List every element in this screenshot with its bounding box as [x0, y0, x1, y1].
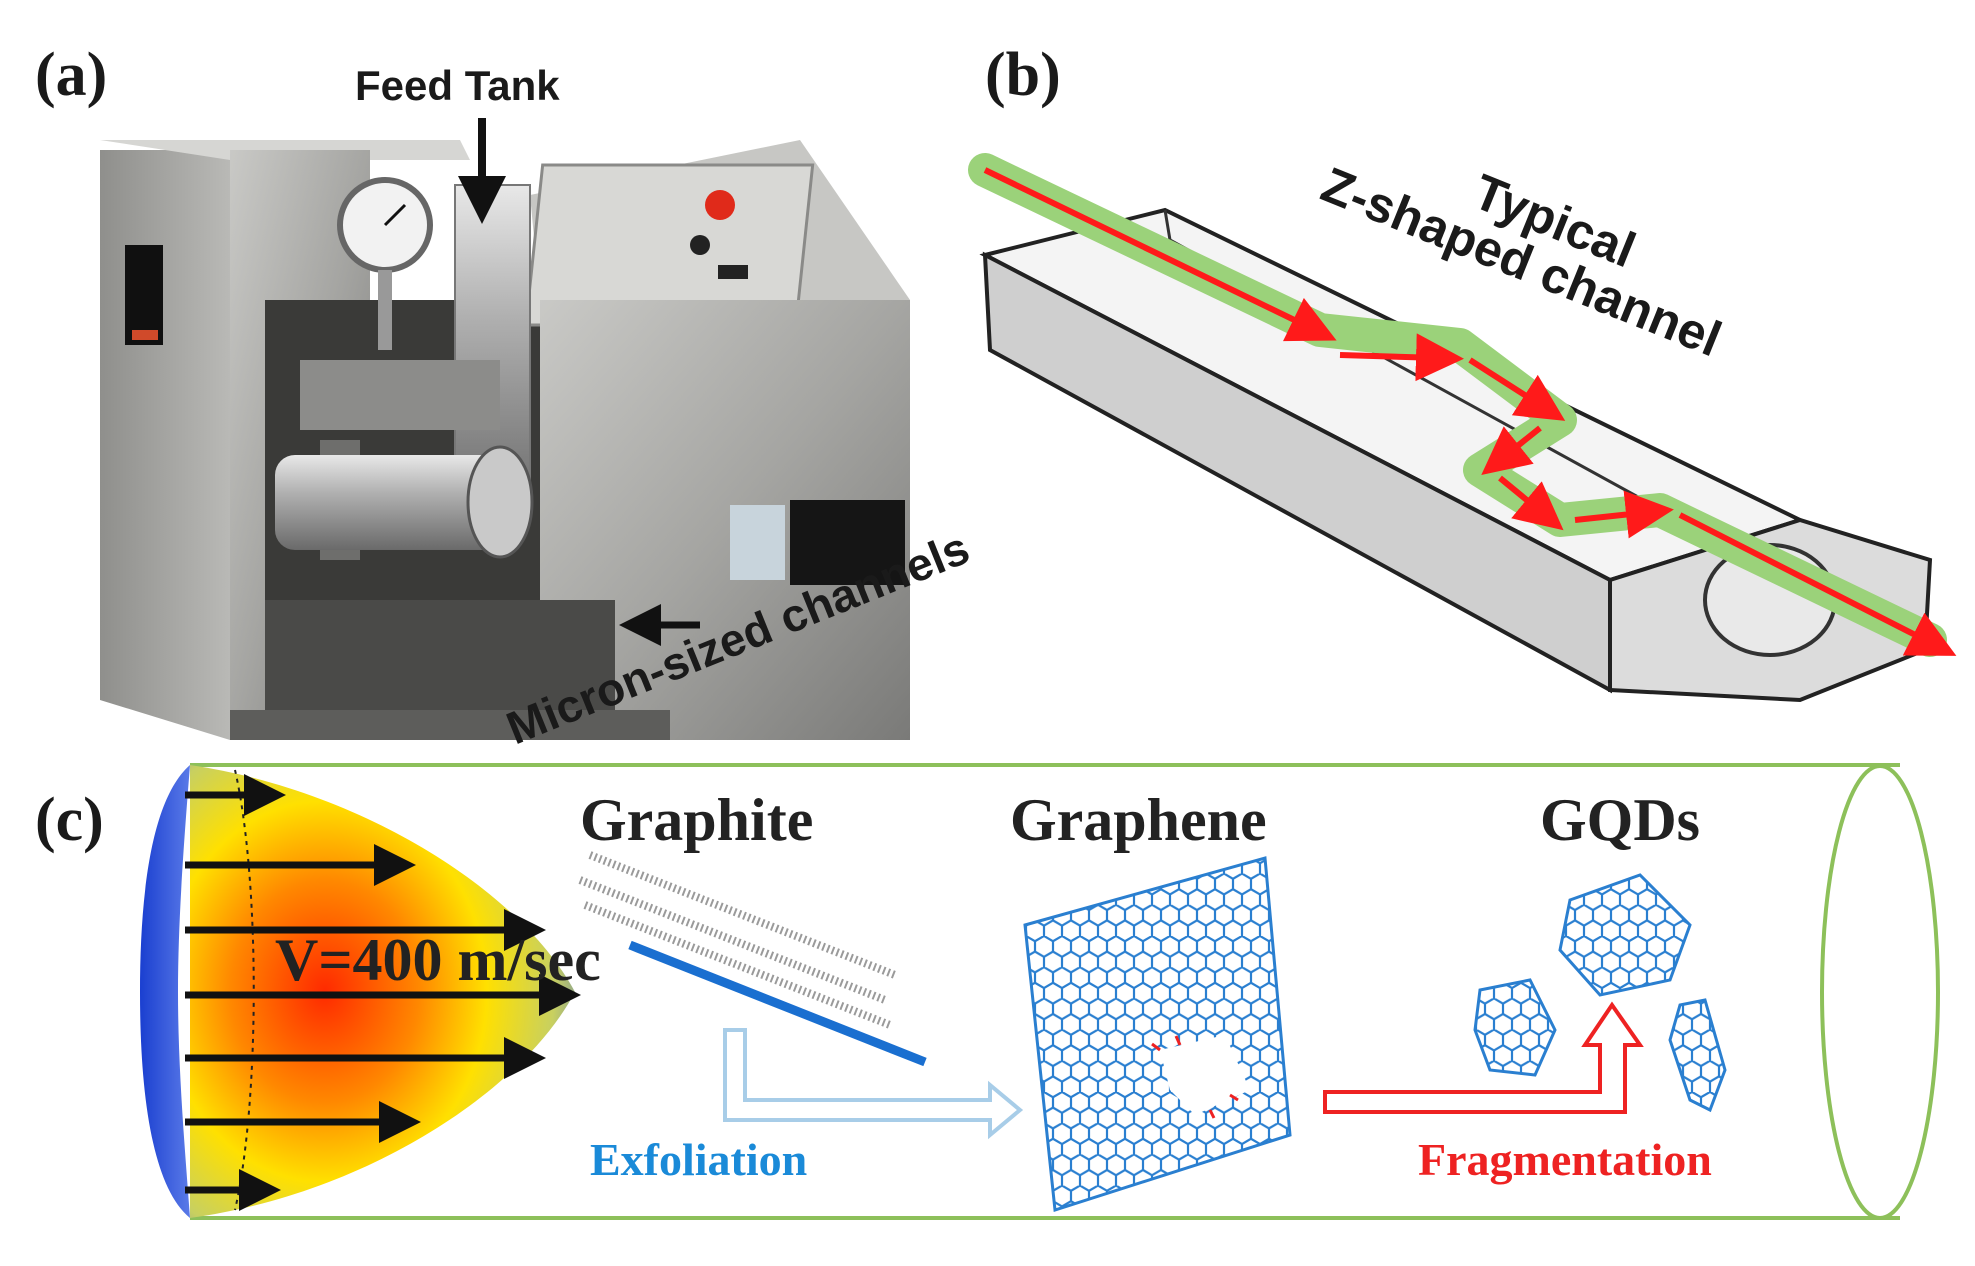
exfoliation-arrow — [723, 1028, 1024, 1140]
fragmentation-arrow — [1323, 1001, 1644, 1114]
tube-inlet — [140, 765, 190, 1218]
panel-label-b: (b) — [985, 41, 1061, 109]
velocity-label: V=400 m/sec — [275, 927, 601, 993]
flow-path — [983, 167, 1337, 342]
machine-badge — [790, 500, 905, 585]
machine-brand-plate — [730, 505, 785, 580]
machine-left-side — [100, 150, 230, 740]
panel-label-c: (c) — [35, 786, 104, 854]
indicator-icon — [690, 235, 710, 255]
emergency-stop-icon — [705, 190, 735, 220]
panel-label-a: (a) — [35, 41, 107, 109]
stage-gqds: GQDs — [1540, 787, 1700, 853]
panel-b: (b) Typical Z-shaped channel — [968, 41, 1957, 703]
panel-c: V=400 m/sec (c) Graphite Exfoliation Gra… — [35, 763, 1940, 1220]
tube-outlet — [1820, 764, 1940, 1220]
graphene-sheet-icon — [1023, 856, 1292, 1212]
stage-graphite: Graphite — [580, 787, 813, 853]
switch-icon — [718, 265, 748, 279]
feed-tank-label: Feed Tank — [355, 62, 560, 109]
graphite-layers-icon — [578, 851, 927, 1067]
exfoliation-label: Exfoliation — [590, 1134, 807, 1185]
stage-graphene: Graphene — [1010, 787, 1267, 853]
pump-cylinder-icon — [275, 455, 505, 550]
fragmentation-label: Fragmentation — [1418, 1134, 1712, 1185]
power-switch-icon — [125, 245, 163, 345]
panel-a: (a) Feed Tank Micron-sized channels — [35, 41, 976, 754]
gqd-flakes-icon — [1473, 873, 1727, 1113]
